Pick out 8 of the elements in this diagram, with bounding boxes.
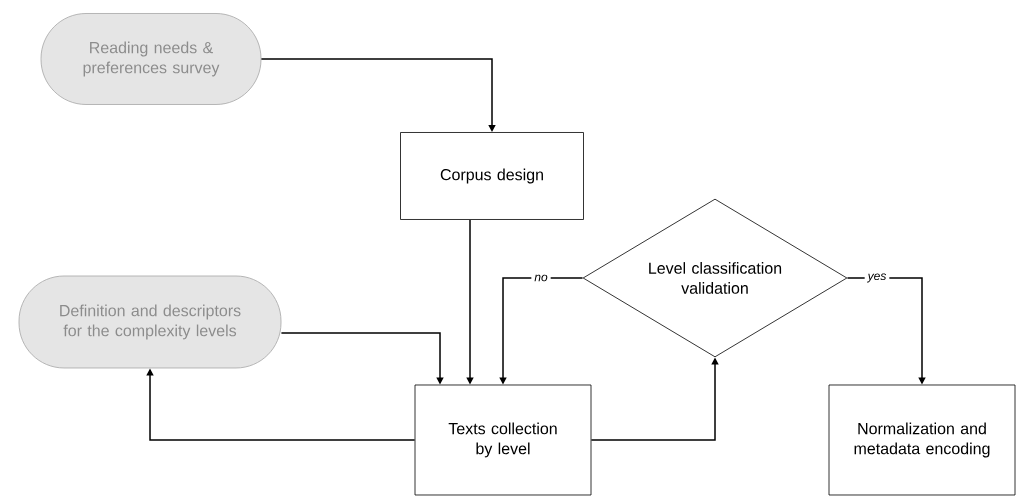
rounded-box: Definition and descriptors for the complexity levels — [18, 275, 282, 369]
process-box: Texts collection by level — [414, 384, 592, 496]
edge-label: no — [531, 271, 551, 285]
edge-label: yes — [864, 270, 890, 286]
arrow — [260, 58, 496, 132]
process-box: Corpus design — [400, 132, 584, 220]
rounded-box: Reading needs & preferences survey — [40, 13, 262, 105]
process-box: Normalization and metadata encoding — [828, 384, 1016, 496]
